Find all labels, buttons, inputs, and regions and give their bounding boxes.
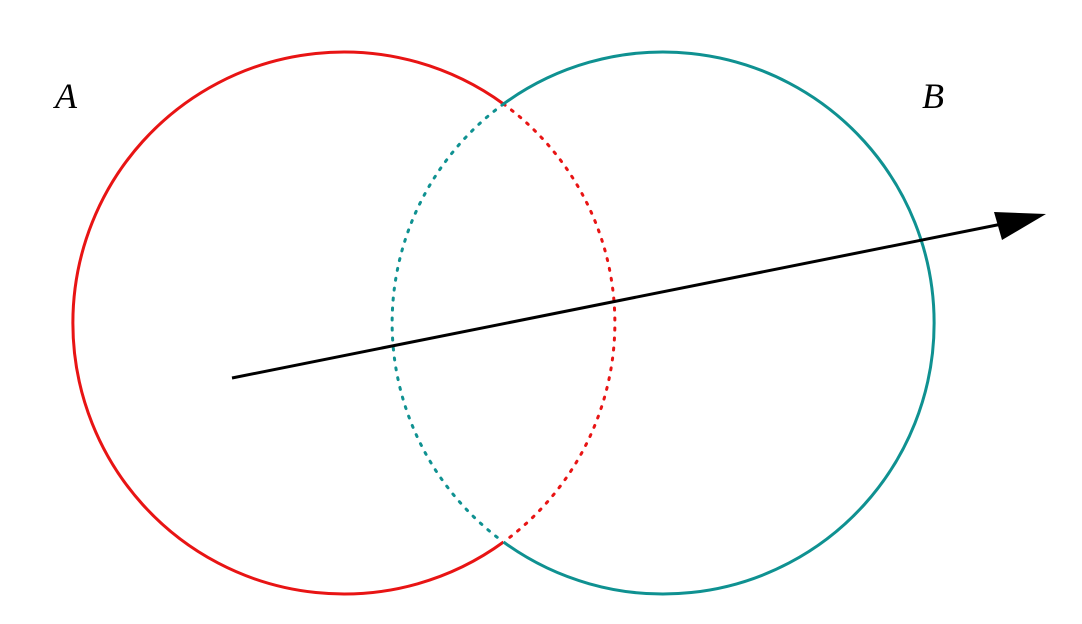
arrow-head bbox=[994, 212, 1046, 240]
circle-b-outer-arc bbox=[502, 50, 936, 596]
set-a-label: A bbox=[55, 76, 77, 116]
circle-a-outer-arc bbox=[71, 50, 505, 596]
set-b-label: B bbox=[922, 76, 944, 116]
circle-b-inner-arc-dotted bbox=[390, 102, 505, 544]
arrow-shaft bbox=[231, 222, 1003, 380]
circle-a-inner-arc-dotted bbox=[502, 102, 617, 544]
